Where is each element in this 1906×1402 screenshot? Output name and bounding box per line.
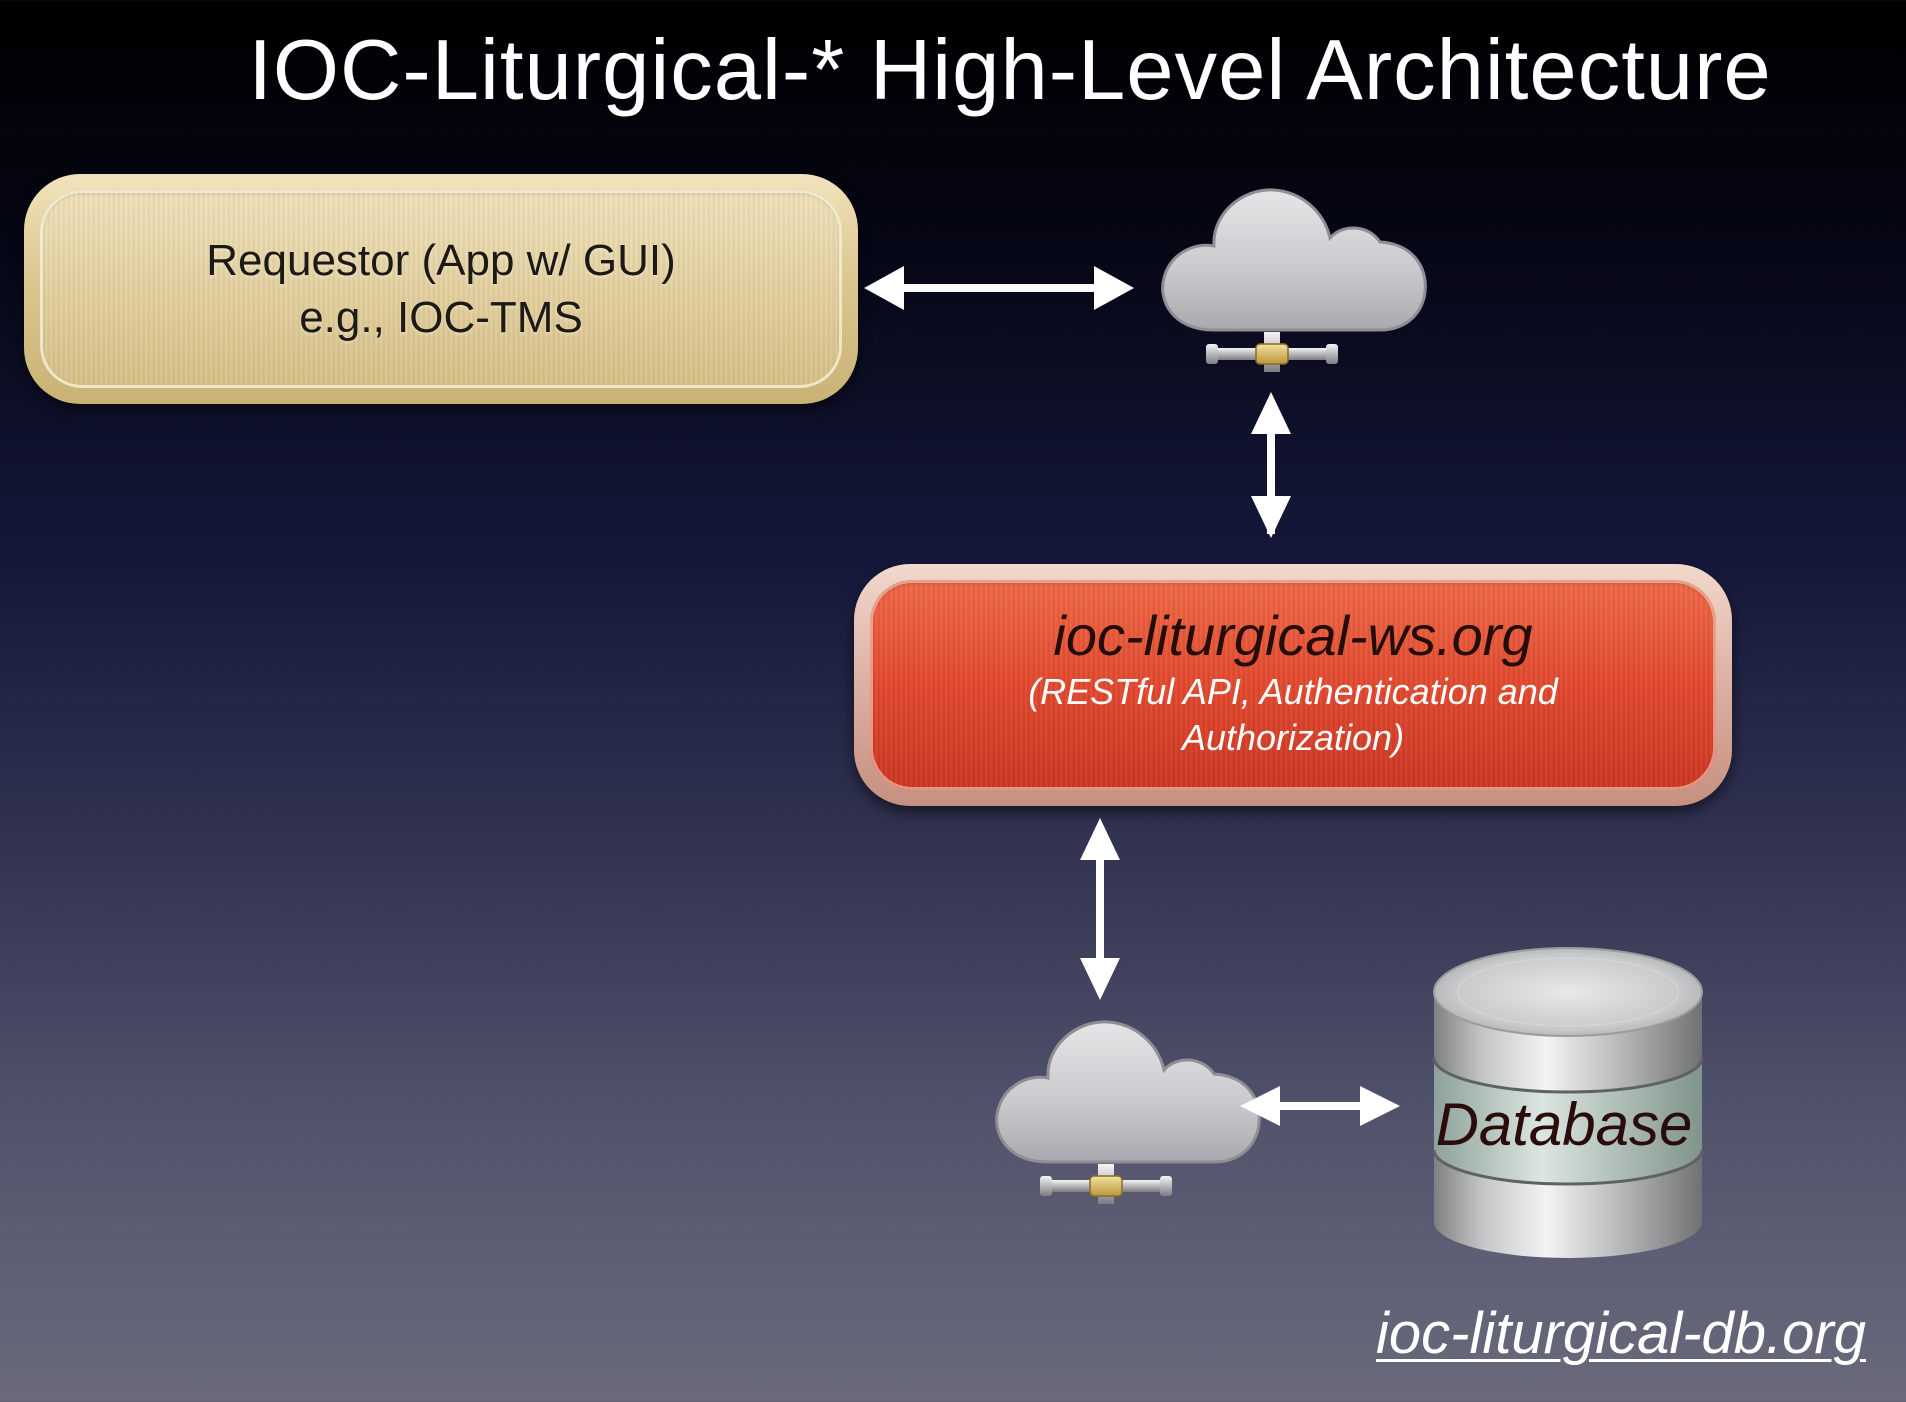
cloud-network-icon bbox=[1161, 188, 1427, 372]
web-service-box: ioc-liturgical-ws.org (RESTful API, Auth… bbox=[854, 564, 1732, 806]
cloud-network-icon bbox=[995, 1020, 1261, 1204]
double-arrow-requestor-cloud bbox=[864, 266, 1134, 310]
page-title: IOC-Liturgical-* High-Level Architecture bbox=[248, 23, 1772, 118]
web-service-description-2: Authorization) bbox=[1181, 717, 1405, 758]
web-service-description-1: (RESTful API, Authentication and bbox=[1028, 671, 1558, 712]
database-link[interactable]: ioc-liturgical-db.org bbox=[1376, 1301, 1866, 1366]
requestor-box-inner: Requestor (App w/ GUI) e.g., IOC-TMS bbox=[40, 190, 842, 388]
requestor-box: Requestor (App w/ GUI) e.g., IOC-TMS bbox=[24, 174, 858, 404]
web-service-name: ioc-liturgical-ws.org bbox=[1053, 604, 1533, 667]
requestor-label: Requestor (App w/ GUI) bbox=[206, 236, 676, 285]
database-label: Database bbox=[1435, 1091, 1693, 1158]
database-cylinder-icon bbox=[1432, 947, 1704, 1258]
double-arrow-webservice-cloud bbox=[1080, 818, 1120, 1000]
requestor-example: e.g., IOC-TMS bbox=[299, 293, 583, 342]
double-arrow-cloud-webservice bbox=[1251, 392, 1291, 538]
double-arrow-cloud-database bbox=[1240, 1086, 1400, 1126]
web-service-box-inner: ioc-liturgical-ws.org (RESTful API, Auth… bbox=[870, 580, 1716, 790]
